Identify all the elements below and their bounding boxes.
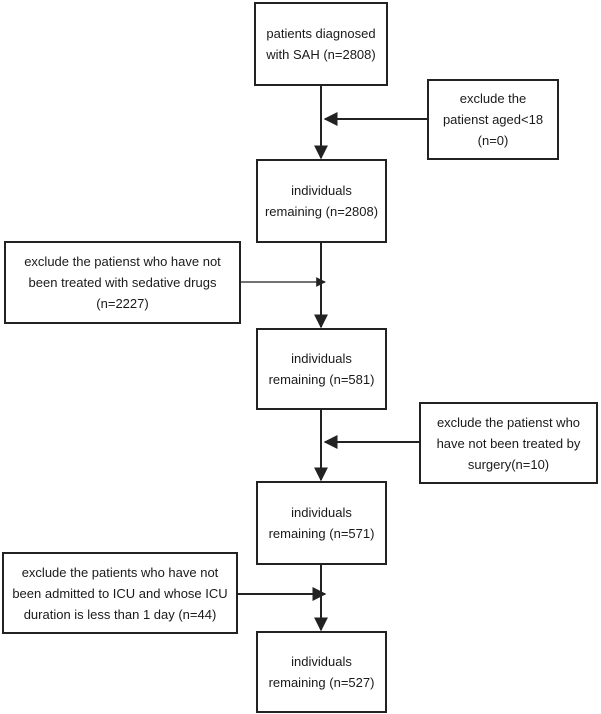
box-patients-diagnosed: patients diagnosed with SAH (n=2808) [254, 2, 388, 86]
box-line: surgery(n=10) [467, 456, 550, 472]
box-line: exclude the patients who have not [21, 564, 219, 580]
box-line: been treated with sedative drugs [28, 275, 217, 290]
box-line: exclude the [459, 91, 527, 106]
box-line: exclude the patienst who have not [24, 254, 221, 269]
box-remaining-1: individuals remaining (n=2808) [256, 159, 387, 243]
box-line: remaining (n=571) [268, 526, 375, 541]
box-line: individuals [291, 654, 352, 669]
box-line: (n=2227) [96, 296, 149, 311]
box-remaining-2: individuals remaining (n=581) [256, 328, 387, 410]
box-line: patienst aged<18 [442, 112, 544, 127]
box-line: individuals [291, 351, 352, 366]
box-remaining-4: individuals remaining (n=527) [256, 631, 387, 713]
box-remaining-3: individuals remaining (n=571) [256, 481, 387, 565]
box-line: (n=0) [477, 133, 509, 148]
box-line: exclude the patienst who [436, 414, 581, 430]
box-line: with SAH (n=2808) [266, 47, 376, 62]
box-line: remaining (n=581) [268, 372, 375, 387]
box-line: been admitted to ICU and whose ICU [12, 585, 228, 601]
box-line: patients diagnosed [266, 26, 376, 41]
box-exclude-sedative: exclude the patienst who have not been tr… [4, 241, 241, 324]
box-line: duration is less than 1 day (n=44) [23, 606, 217, 622]
box-exclude-age: exclude the patienst aged<18 (n=0) [427, 79, 559, 160]
box-line: remaining (n=2808) [264, 204, 379, 219]
box-line: have not been treated by [436, 435, 581, 451]
box-line: individuals [291, 505, 352, 520]
box-line: individuals [291, 183, 352, 198]
box-exclude-surgery: exclude the patienst who have not been tr… [419, 402, 598, 484]
box-exclude-icu: exclude the patients who have not been ad… [2, 552, 238, 634]
box-line: remaining (n=527) [268, 675, 375, 690]
